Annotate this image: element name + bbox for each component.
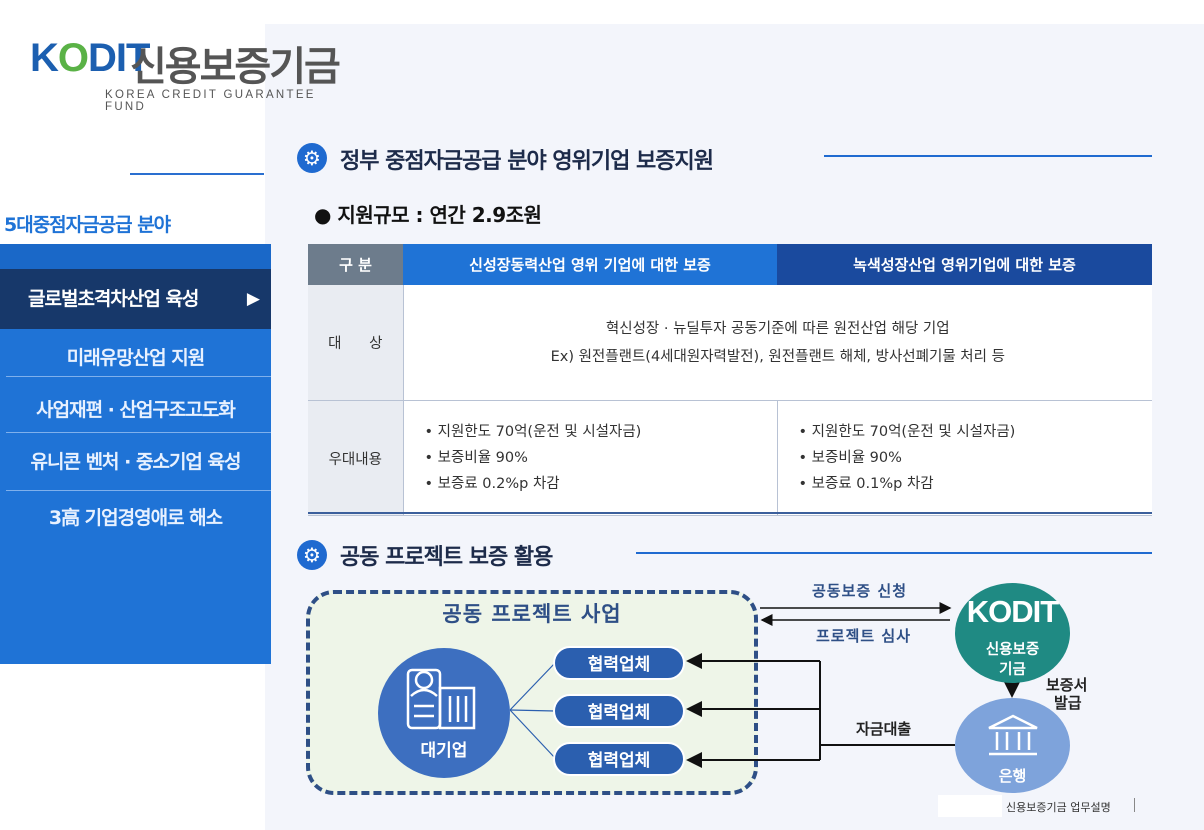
bank-icon	[988, 714, 1038, 756]
row-label-benefit: 우대내용	[308, 400, 404, 516]
gear-icon: ⚙	[297, 540, 327, 570]
sidebar-divider-line	[130, 173, 264, 175]
target-line-1: 혁신성장 · 뉴딜투자 공동기준에 따른 원전산업 해당 기업	[605, 320, 950, 337]
play-arrow-icon: ▶	[246, 289, 260, 309]
gear-icon: ⚙	[297, 143, 327, 173]
target-description: 혁신성장 · 뉴딜투자 공동기준에 따른 원전산업 해당 기업 Ex) 원전플랜…	[403, 285, 1152, 401]
support-table: 구 분 신성장동력산업 영위 기업에 대한 보증 녹색성장산업 영위기업에 대한…	[308, 244, 1152, 516]
footer-separator	[1134, 798, 1135, 812]
list-item: 보증비율 90%	[425, 445, 776, 471]
list-item: 지원한도 70억(운전 및 시설자금)	[425, 419, 776, 445]
logo-english-name: KOREA CREDIT GUARANTEE FUND	[105, 89, 316, 113]
footer-blank-box	[938, 795, 1002, 817]
sidebar-separator	[6, 376, 271, 377]
section-title-line	[636, 552, 1152, 554]
sidebar-separator	[6, 432, 271, 433]
list-item: 보증비율 90%	[799, 445, 1152, 471]
sidebar-menu: 글로벌초격차산업 육성 ▶ 미래유망산업 지원 사업재편 · 산업구조고도화 유…	[0, 244, 271, 664]
big-company-label: 대기업	[420, 741, 468, 761]
support-scale-text: ● 지원규모 : 연간 2.9조원	[314, 203, 542, 227]
building-icon	[406, 668, 476, 730]
big-company-node	[378, 648, 510, 778]
list-item: 지원한도 70억(운전 및 시설자금)	[799, 419, 1152, 445]
benefit-green-growth: 지원한도 70억(운전 및 시설자금) 보증비율 90% 보증료 0.1%p 차…	[777, 400, 1152, 516]
table-header-row: 구 분 신성장동력산업 영위 기업에 대한 보증 녹색성장산업 영위기업에 대한…	[308, 244, 1152, 285]
logo-mark: KODIT	[30, 36, 150, 81]
table-header-new-growth: 신성장동력산업 영위 기업에 대한 보증	[403, 244, 777, 285]
sidebar-item-3high-relief[interactable]: 3高 기업경영애로 해소	[48, 507, 223, 529]
kodit-logo[interactable]: KODIT 신용보증기금 KOREA CREDIT GUARANTEE FUND	[30, 32, 350, 113]
kodit-node-name-2: 기금	[999, 662, 1026, 678]
target-line-2: Ex) 원전플랜트(4세대원자력발전), 원전플랜트 해체, 방사선폐기물 처리…	[550, 348, 1005, 365]
table-header-category: 구 분	[308, 244, 403, 285]
kodit-node-name-1: 신용보증	[985, 642, 1040, 658]
list-item: 보증료 0.2%p 차감	[425, 471, 776, 497]
section-title-joint-project: 공동 프로젝트 보증 활용	[340, 545, 553, 570]
sidebar-item-restructuring[interactable]: 사업재편 · 산업구조고도화	[36, 399, 236, 421]
loan-label: 자금대출	[856, 720, 912, 738]
sidebar-item-future-industry[interactable]: 미래유망산업 지원	[66, 347, 205, 369]
joint-project-title: 공동 프로젝트 사업	[442, 602, 622, 626]
partner-node-3: 협력업체	[553, 742, 685, 776]
kodit-node	[955, 583, 1070, 683]
bank-node	[955, 698, 1070, 793]
issue-label-1: 보증서	[1046, 676, 1088, 694]
sidebar-top-band	[0, 244, 271, 269]
sidebar-item-label: 글로벌초격차산업 육성	[28, 288, 199, 310]
logo-korean-name: 신용보증기금	[130, 44, 341, 90]
row-label-target: 대 상	[308, 285, 404, 401]
benefit-new-growth: 지원한도 70억(운전 및 시설자금) 보증비율 90% 보증료 0.2%p 차…	[403, 400, 778, 516]
review-label: 프로젝트 심사	[816, 627, 912, 645]
table-bottom-rule	[308, 512, 1152, 514]
list-item: 보증료 0.1%p 차감	[799, 471, 1152, 497]
footer-text: 신용보증기금 업무설명	[1006, 801, 1111, 814]
sidebar-separator	[6, 490, 271, 491]
logo-mark-k: K	[30, 36, 59, 80]
issue-label-2: 발급	[1054, 694, 1082, 712]
logo-mark-dit: DIT	[88, 36, 150, 80]
table-header-green-growth: 녹색성장산업 영위기업에 대한 보증	[777, 244, 1152, 285]
table-row-benefit: 우대내용 지원한도 70억(운전 및 시설자금) 보증비율 90% 보증료 0.…	[308, 400, 1152, 516]
apply-label: 공동보증 신청	[812, 582, 908, 600]
kodit-node-logo: KODIT	[966, 594, 1059, 629]
partner-node-2: 협력업체	[553, 694, 685, 728]
sidebar-item-unicorn-venture[interactable]: 유니콘 벤처 · 중소기업 육성	[30, 451, 242, 473]
table-row-target: 대 상 혁신성장 · 뉴딜투자 공동기준에 따른 원전산업 해당 기업 Ex) …	[308, 285, 1152, 401]
bank-label: 은행	[998, 767, 1027, 785]
section-title-line	[824, 155, 1152, 157]
logo-mark-o: O	[57, 36, 89, 80]
section-title-support: 정부 중점자금공급 분야 영위기업 보증지원	[340, 149, 714, 174]
sidebar-title: 5대중점자금공급 분야	[4, 214, 171, 236]
sidebar-item-global-industry[interactable]: 글로벌초격차산업 육성 ▶	[0, 269, 271, 329]
partner-node-1: 협력업체	[553, 646, 685, 680]
